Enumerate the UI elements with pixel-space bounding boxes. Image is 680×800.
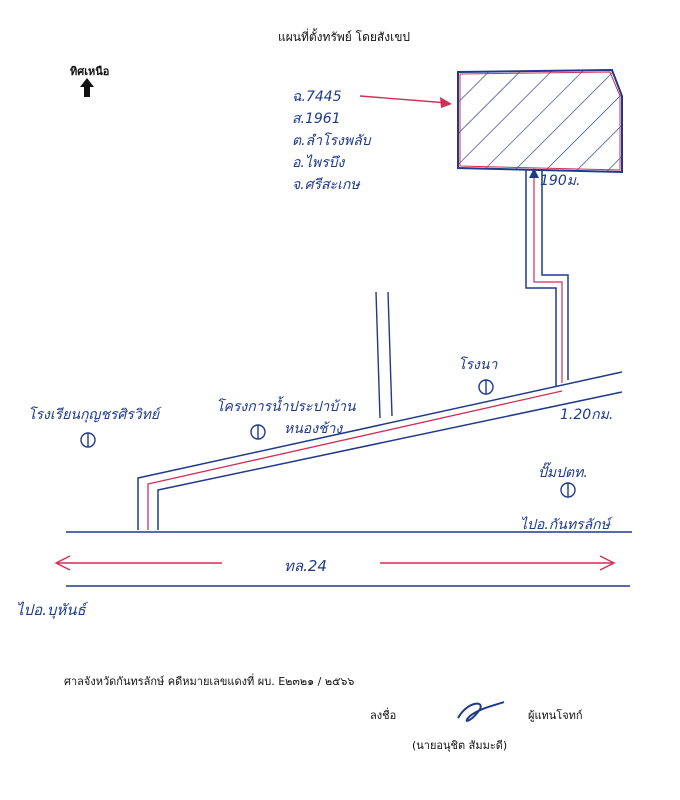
parcel-district: อ.ไพรบึง xyxy=(292,155,345,171)
direction-arrow-left-icon xyxy=(54,555,222,571)
access-lane xyxy=(525,168,569,386)
side-road xyxy=(137,371,623,530)
waterworks-sub-label: หนองช้าง xyxy=(284,421,343,437)
signature-mark xyxy=(457,701,505,722)
road-distance-label: 1.20กม. xyxy=(560,407,614,423)
highway-road xyxy=(66,531,632,587)
school-label: โรงเรียนกุญชรศิรวิทย์ xyxy=(28,407,160,423)
parcel-pointer-arrow xyxy=(359,95,452,108)
mill-marker-icon xyxy=(478,379,494,395)
waterworks-marker-icon xyxy=(250,424,266,440)
signer-role: ผู้แทนโจทก์ xyxy=(528,709,583,722)
parcel-subdistrict: ต.ลำโรงพลับ xyxy=(292,133,371,149)
parcel-province: จ.ศรีสะเกษ xyxy=(292,177,360,193)
land-parcel-shape xyxy=(457,68,623,174)
parcel-survey-number: ส.1961 xyxy=(292,111,341,127)
highway-label: ทล.24 xyxy=(284,557,327,575)
gas-station-label: ปั๊มปตท. xyxy=(538,465,588,481)
parcel-distance-label: 190ม. xyxy=(540,173,581,189)
school-marker-icon xyxy=(80,432,96,448)
mill-label: โรงนา xyxy=(458,357,498,373)
north-arrow-icon xyxy=(80,78,94,97)
to-buhan-label: ไปอ.บุหันธ์ xyxy=(16,601,86,619)
direction-arrow-right-icon xyxy=(380,555,616,571)
sign-label: ลงชื่อ xyxy=(370,709,397,722)
branch-road xyxy=(375,291,393,419)
court-case-line: ศาลจังหวัดกันทรลักษ์ คดีหมายเลขแดงที่ ผบ… xyxy=(64,675,355,688)
signer-name: (นายอนุชิต สัมมะดี) xyxy=(412,739,508,752)
north-label: ทิศเหนือ xyxy=(70,65,110,78)
waterworks-label: โครงการน้ำประปาบ้าน xyxy=(216,399,356,415)
to-kantharalak-label: ไปอ.กันทรลักษ์ xyxy=(520,517,610,533)
parcel-deed-number: ฉ.7445 xyxy=(292,89,342,105)
gas-station-marker-icon xyxy=(560,482,576,498)
document-title: แผนที่ตั้งทรัพย์ โดยสังเขป xyxy=(278,30,411,44)
